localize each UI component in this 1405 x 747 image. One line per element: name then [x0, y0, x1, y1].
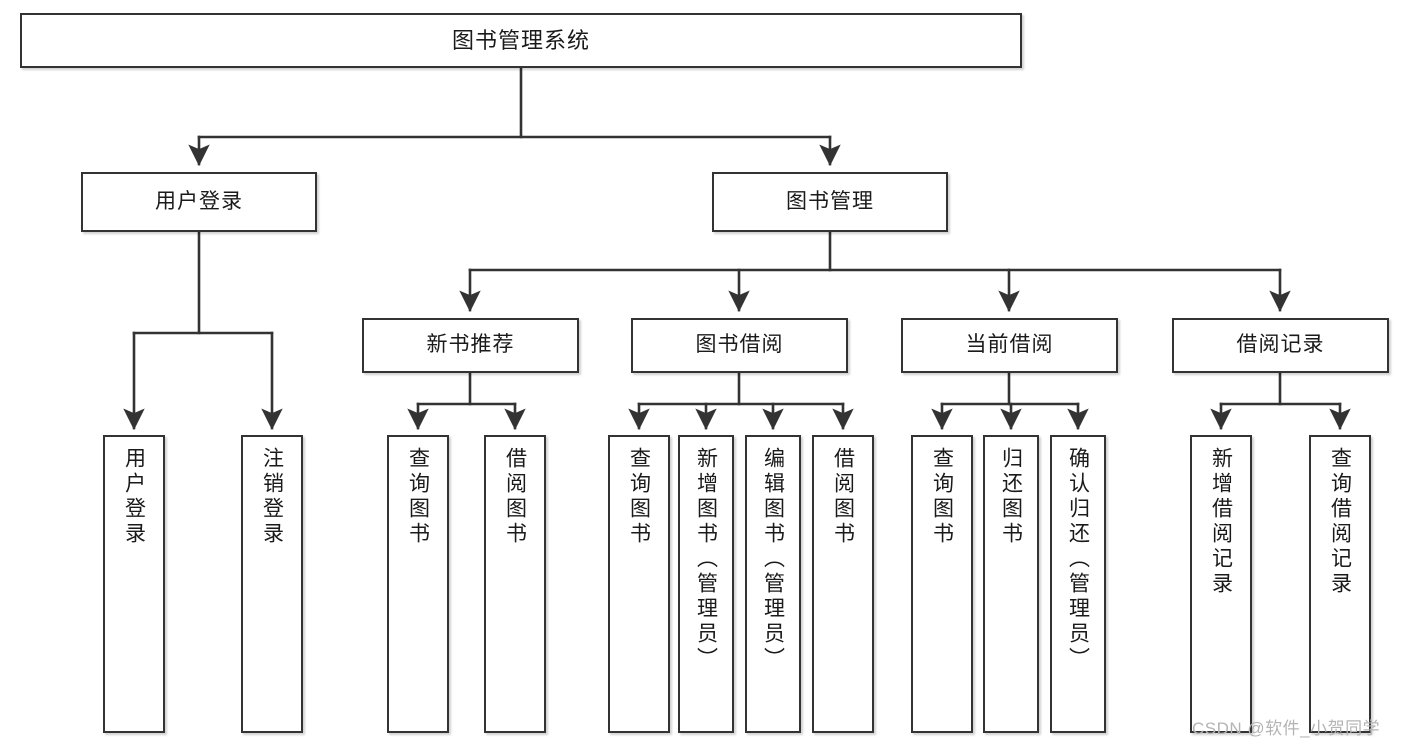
node-leaf-add-book[interactable]: 新增图书（管理员） — [678, 435, 734, 733]
node-leaf-logout-label: 注销登录 — [260, 447, 284, 547]
node-leaf-query-book-2[interactable]: 查询图书 — [608, 435, 670, 733]
node-new-book-recommend-label: 新书推荐 — [426, 333, 515, 357]
node-leaf-logout[interactable]: 注销登录 — [241, 435, 303, 733]
node-leaf-confirm-return-label: 确认归还（管理员） — [1066, 447, 1090, 672]
node-root[interactable]: 图书管理系统 — [20, 13, 1022, 68]
node-leaf-add-record-label: 新增借阅记录 — [1209, 447, 1233, 597]
node-leaf-borrow-book-2[interactable]: 借阅图书 — [812, 435, 874, 733]
node-book-borrow[interactable]: 图书借阅 — [631, 318, 848, 373]
node-book-borrow-label: 图书借阅 — [695, 333, 784, 357]
node-book-manage-label: 图书管理 — [786, 189, 874, 213]
node-leaf-add-record[interactable]: 新增借阅记录 — [1190, 435, 1252, 733]
node-leaf-edit-book-label: 编辑图书（管理员） — [761, 447, 785, 672]
node-leaf-query-book-1-label: 查询图书 — [406, 447, 430, 547]
node-root-label: 图书管理系统 — [451, 27, 590, 53]
node-leaf-query-book-1[interactable]: 查询图书 — [387, 435, 449, 733]
node-user-login[interactable]: 用户登录 — [81, 172, 317, 232]
node-leaf-borrow-book-1[interactable]: 借阅图书 — [484, 435, 546, 733]
node-leaf-query-record-label: 查询借阅记录 — [1328, 447, 1352, 597]
node-user-login-label: 用户登录 — [155, 189, 243, 213]
node-borrow-record-label: 借阅记录 — [1236, 333, 1325, 357]
node-current-borrow[interactable]: 当前借阅 — [901, 318, 1118, 373]
node-current-borrow-label: 当前借阅 — [965, 333, 1054, 357]
node-leaf-query-book-2-label: 查询图书 — [627, 447, 651, 547]
node-borrow-record[interactable]: 借阅记录 — [1172, 318, 1389, 373]
node-leaf-query-book-3-label: 查询图书 — [930, 447, 954, 547]
node-book-manage[interactable]: 图书管理 — [712, 172, 948, 232]
node-new-book-recommend[interactable]: 新书推荐 — [362, 318, 579, 373]
node-leaf-query-record[interactable]: 查询借阅记录 — [1309, 435, 1371, 733]
csdn-watermark: CSDN @软件_小贺同学 — [1192, 719, 1381, 738]
node-leaf-return-book-label: 归还图书 — [999, 447, 1023, 547]
node-leaf-return-book[interactable]: 归还图书 — [983, 435, 1039, 733]
node-leaf-borrow-book-1-label: 借阅图书 — [503, 447, 527, 547]
node-leaf-user-login-label: 用户登录 — [122, 447, 146, 547]
node-leaf-add-book-label: 新增图书（管理员） — [694, 447, 718, 672]
node-leaf-query-book-3[interactable]: 查询图书 — [911, 435, 973, 733]
node-leaf-borrow-book-2-label: 借阅图书 — [831, 447, 855, 547]
node-leaf-edit-book[interactable]: 编辑图书（管理员） — [745, 435, 801, 733]
node-leaf-confirm-return[interactable]: 确认归还（管理员） — [1050, 435, 1106, 733]
node-leaf-user-login[interactable]: 用户登录 — [103, 435, 165, 733]
